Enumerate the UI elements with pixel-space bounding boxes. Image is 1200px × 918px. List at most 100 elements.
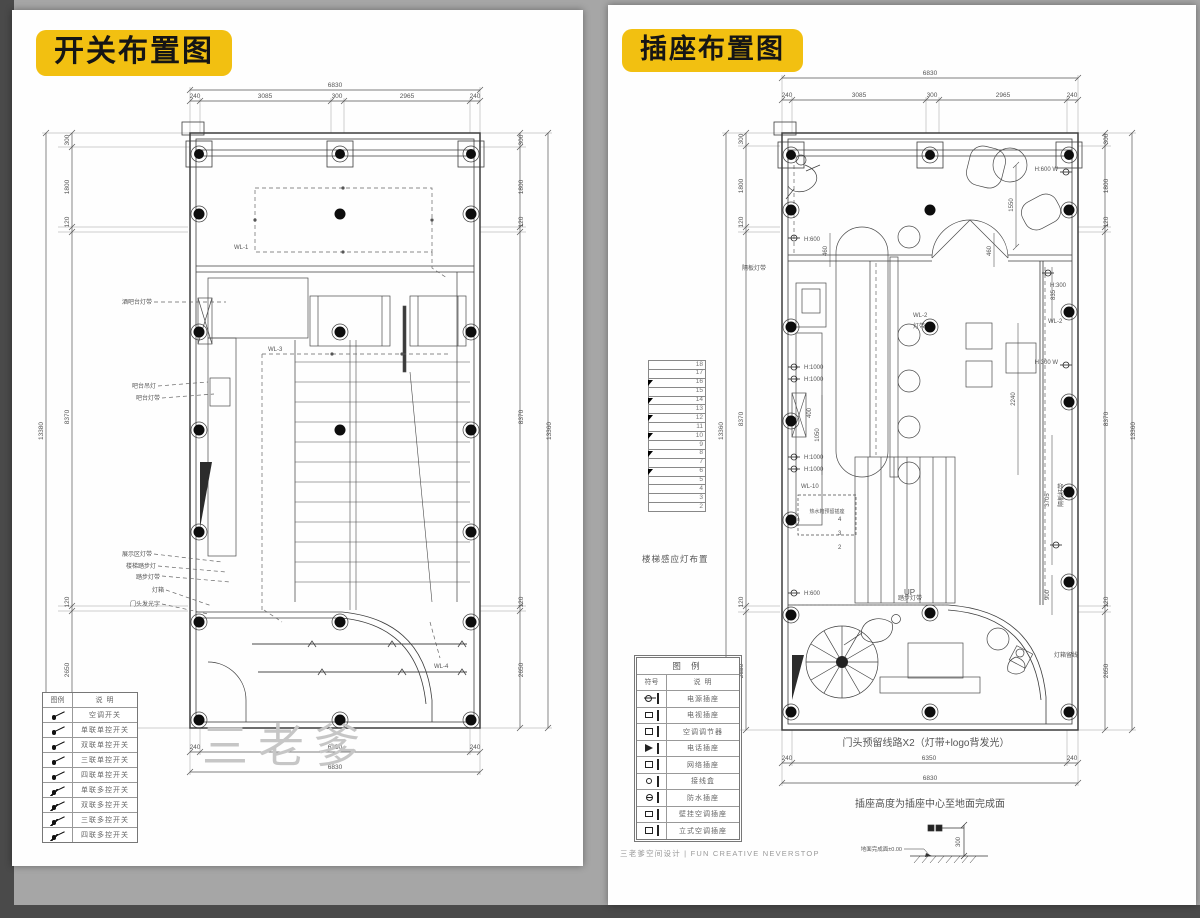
dim: 120 — [518, 596, 525, 607]
dim: 8370 — [1103, 411, 1110, 426]
ceiling-dots — [185, 140, 485, 729]
dim: 240 — [470, 744, 481, 751]
legend-label: 三联多控开关 — [81, 817, 129, 824]
label-door-sign: 门头发光字 — [130, 600, 160, 608]
dim: 300 — [518, 134, 525, 145]
dim: 6350 — [922, 755, 937, 762]
note-floor-level: 地面完成面±0.00 — [861, 845, 902, 853]
switch-plan-title-badge: 开关布置图 — [36, 30, 232, 76]
circuit-label-wl4: WL-4 — [434, 664, 449, 670]
dim: 120 — [64, 216, 71, 227]
stair-sensor-light-list: 18 17 16 15 14 13 12 11 10 9 8 7 6 5 4 3… — [648, 360, 706, 513]
dim: 120 — [738, 596, 745, 607]
legend-header-desc: 说 明 — [95, 697, 115, 704]
double-door — [931, 219, 1009, 259]
height-label: H:1000 — [804, 455, 824, 461]
dim: 240 — [1067, 755, 1078, 762]
dim: 120 — [1103, 596, 1110, 607]
dim: 240 — [782, 755, 793, 762]
wall-ac-socket-icon — [644, 808, 660, 820]
label-bar-counter-strip: 酒吧台灯带 — [122, 298, 152, 306]
legend-label: 电视插座 — [687, 712, 719, 720]
dim: 300 — [1103, 133, 1110, 144]
switch-legend-table: 图例说 明 空调开关 单联单控开关 双联单控开关 三联单控开关 四联单控开关 单… — [42, 692, 138, 843]
circuit-label-wl10: WL-10 — [801, 484, 819, 490]
legend-label: 单联单控开关 — [81, 727, 129, 734]
dim: 8370 — [738, 411, 745, 426]
circuit-lines — [153, 187, 450, 659]
furniture — [791, 145, 1061, 694]
dimension-lines — [722, 74, 1136, 787]
dim: 240 — [782, 92, 793, 99]
background-left-strip — [0, 0, 14, 918]
dim-left-total: 13360 — [718, 422, 725, 440]
height-label: H:300 — [1050, 283, 1067, 289]
label-bar-strip: 吧台灯带 — [136, 394, 160, 402]
dim: 240 — [1067, 92, 1078, 99]
label-stair-step-light: 楼梯踏步灯 — [126, 562, 156, 570]
note-socket-height: 插座高度为插座中心至地面完成面 — [855, 797, 1005, 810]
3g-multi-switch-icon — [49, 814, 66, 826]
legend-label: 空调开关 — [89, 712, 121, 719]
floor-ac-socket-icon — [644, 825, 660, 837]
extension-lines — [42, 87, 552, 775]
socket-plan-page: 插座布置图 6830 240 — [608, 5, 1196, 905]
circuit-label-wl2: WL-2 — [1048, 319, 1063, 325]
label-bar-pendant: 吧台吊灯 — [132, 382, 156, 390]
legend-label: 双联多控开关 — [81, 802, 129, 809]
label-lightbox-wire: 灯箱留线 — [1054, 651, 1078, 659]
dim: 2965 — [400, 93, 415, 100]
tv-socket-icon — [644, 709, 660, 721]
legend-label: 单联多控开关 — [81, 787, 129, 794]
circuit-label-wl2: WL-2 — [913, 313, 928, 319]
height-label: H:1000 — [804, 365, 824, 371]
height-label: H:600 — [804, 237, 821, 243]
detail-height-dim: 300 — [956, 836, 962, 847]
circuit-dots — [253, 186, 434, 356]
label-water-socket: 热水箱预留插座 — [809, 508, 844, 515]
annotations: 隔板灯带 H:600 H:1000 H:1000 H:1000 H:1000 H… — [742, 167, 1078, 659]
socket-height-detail — [904, 821, 988, 864]
2g1w-switch-icon — [50, 740, 66, 751]
stair-number: 3 — [838, 531, 842, 537]
legend-label: 接线盒 — [691, 778, 715, 786]
height-label: H:300 W — [1035, 360, 1059, 366]
legend-label: 双联单控开关 — [81, 742, 129, 749]
label-shelf-strip-right: 隔板灯带 — [1057, 483, 1065, 507]
4g-multi-switch-icon — [49, 829, 66, 841]
bottom-notes: 门头预留线路X2（灯带+logo背发光） 插座高度为插座中心至地面完成面 地面完… — [843, 736, 1009, 864]
dim-top-total: 6830 — [328, 82, 343, 89]
height-label: H:1000 — [804, 377, 824, 383]
dim: 3085 — [258, 93, 273, 100]
3g1w-switch-icon — [50, 755, 66, 766]
network-socket-icon — [644, 759, 660, 771]
dim: 3085 — [852, 92, 867, 99]
dim: 460 — [987, 245, 993, 256]
waterproof-socket-icon — [644, 792, 660, 804]
dim: 1800 — [518, 179, 525, 194]
studio-footer: 三老爹空间设计 | FUN CREATIVE NEVERSTOP — [620, 849, 820, 858]
dim-right-total: 13360 — [546, 422, 553, 440]
walls — [181, 121, 481, 729]
track-lights — [252, 640, 467, 676]
socket-plan-title-badge: 插座布置图 — [622, 29, 803, 72]
legend-label: 电话插座 — [687, 745, 719, 753]
dim: 2650 — [738, 663, 745, 678]
bar-counters — [197, 277, 467, 557]
dim: 2240 — [1011, 392, 1017, 406]
dim: 8370 — [64, 409, 71, 424]
dim: 2965 — [996, 92, 1011, 99]
page-title: 插座布置图 — [640, 34, 785, 64]
junction-box-icon — [644, 775, 660, 787]
interior-dim-texts: 1550 460 460 835 2240 1050 400 3705 900 — [807, 198, 1057, 600]
power-socket-icon — [643, 693, 660, 705]
dim: 1800 — [738, 178, 745, 193]
dim: 300 — [64, 134, 71, 145]
legend-header-desc: 说 明 — [693, 679, 713, 687]
legend-label: 三联单控开关 — [81, 757, 129, 764]
legend-label: 四联单控开关 — [81, 772, 129, 779]
dim: 6830 — [328, 764, 343, 771]
legend-label: 空调调节器 — [683, 728, 723, 736]
dim: 1800 — [64, 179, 71, 194]
legend-label: 壁挂空调插座 — [679, 811, 727, 819]
